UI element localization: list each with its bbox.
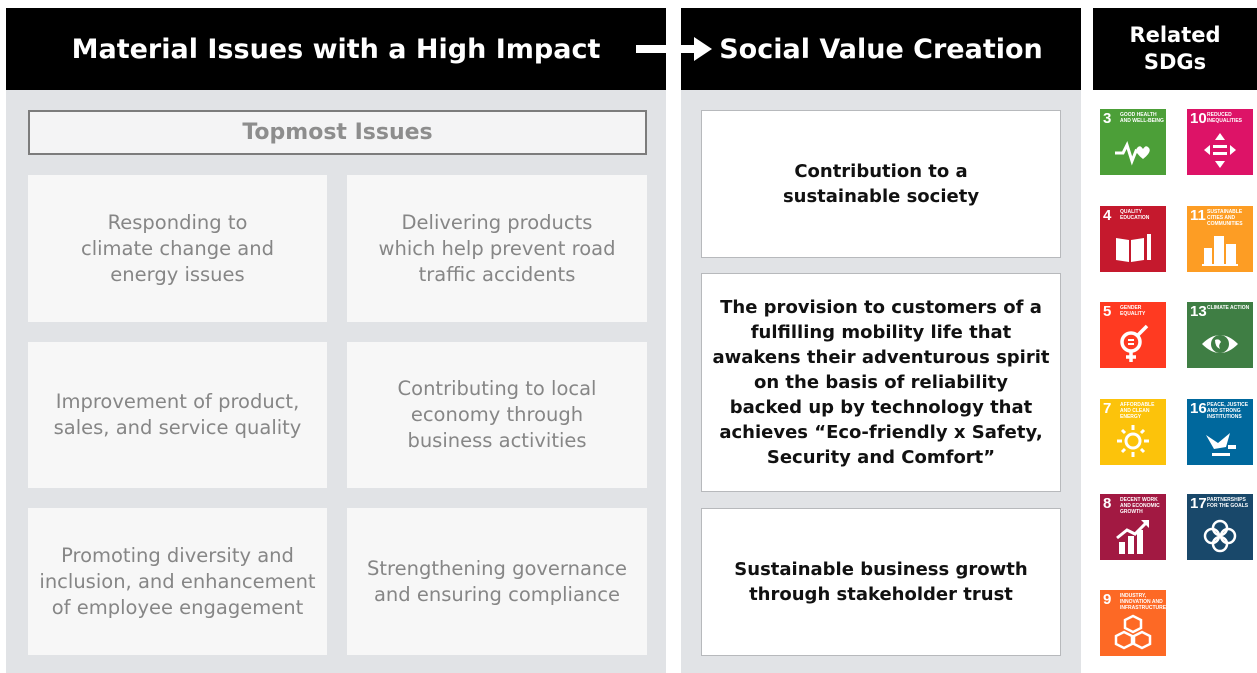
rings-icon bbox=[1203, 519, 1237, 553]
sdg-number: 8 bbox=[1103, 495, 1112, 512]
issue-box: Delivering products which help prevent r… bbox=[347, 175, 647, 322]
issue-text: Contributing to local economy through bu… bbox=[397, 377, 597, 452]
sdg-title: Decent work and economic growth bbox=[1120, 497, 1160, 515]
issue-box: Improvement of product, sales, and servi… bbox=[28, 342, 327, 488]
city-buildings-icon bbox=[1202, 236, 1238, 266]
issue-box: Promoting diversity and inclusion, and e… bbox=[28, 508, 327, 655]
social-value-title: Social Value Creation bbox=[719, 33, 1043, 65]
social-value-text: Contribution to a sustainable society bbox=[782, 161, 980, 207]
sdg-number: 3 bbox=[1103, 110, 1112, 127]
social-value-text: Sustainable business growth through stak… bbox=[734, 559, 1028, 605]
equality-arrows-icon bbox=[1204, 133, 1236, 168]
issue-text: Strengthening governance and ensuring co… bbox=[367, 556, 627, 606]
sdg-title: Industry, innovation and infrastructure bbox=[1120, 593, 1166, 611]
issue-box: Responding to climate change and energy … bbox=[28, 175, 327, 322]
sdg-title: Peace, justice and strong institutions bbox=[1207, 402, 1249, 420]
cubes-icon bbox=[1114, 614, 1152, 650]
earth-eye-icon bbox=[1202, 335, 1238, 353]
issue-text: Promoting diversity and inclusion, and e… bbox=[39, 543, 316, 619]
sdg-tile-8: 8 Decent work and economic growth bbox=[1100, 494, 1166, 560]
sdg-tile-9: 9 Industry, innovation and infrastructur… bbox=[1100, 590, 1166, 656]
sdg-number: 11 bbox=[1190, 207, 1206, 224]
sdg-number: 7 bbox=[1103, 400, 1112, 417]
material-issues-header: Material Issues with a High Impact bbox=[6, 8, 666, 90]
material-issues-title: Material Issues with a High Impact bbox=[71, 33, 601, 65]
sdg-title: Partnerships for the goals bbox=[1207, 497, 1249, 509]
issue-text: Delivering products which help prevent r… bbox=[378, 210, 616, 286]
social-value-header: Social Value Creation bbox=[681, 8, 1081, 90]
sdg-tile-10: 10 Reduced inequalities bbox=[1187, 109, 1253, 175]
issue-box: Contributing to local economy through bu… bbox=[347, 342, 647, 488]
sdg-tile-4: 4 Quality education bbox=[1100, 206, 1166, 272]
issue-text: Improvement of product, sales, and servi… bbox=[53, 390, 302, 439]
sdg-tile-13: 13 Climate action bbox=[1187, 302, 1253, 368]
heartbeat-icon bbox=[1115, 141, 1150, 166]
sdg-title: Reduced inequalities bbox=[1207, 112, 1243, 124]
right-arrow-icon bbox=[636, 37, 712, 61]
social-value-box: Sustainable business growth through stak… bbox=[701, 508, 1061, 656]
related-sdgs-title: Related SDGs bbox=[1129, 23, 1221, 74]
related-sdgs-header: Related SDGs bbox=[1093, 8, 1257, 90]
sdg-tile-3: 3 Good health and well-being bbox=[1100, 109, 1166, 175]
growth-chart-icon bbox=[1116, 520, 1149, 554]
sdg-number: 5 bbox=[1103, 303, 1112, 320]
gender-equality-icon bbox=[1120, 324, 1149, 362]
social-value-text: The provision to customers of a fulfilli… bbox=[712, 297, 1050, 468]
sdg-number: 17 bbox=[1190, 495, 1207, 512]
sdg-title: Quality education bbox=[1120, 209, 1150, 221]
sdg-number: 9 bbox=[1103, 591, 1112, 608]
dove-gavel-icon bbox=[1206, 433, 1236, 456]
sun-power-icon bbox=[1117, 425, 1149, 457]
sdg-number: 13 bbox=[1190, 303, 1207, 320]
sdg-tile-17: 17 Partnerships for the goals bbox=[1187, 494, 1253, 560]
social-value-box: Contribution to a sustainable society bbox=[701, 110, 1061, 258]
sdg-tile-11: 11 Sustainable cities and communities bbox=[1187, 206, 1253, 272]
sdg-title: Good health and well-being bbox=[1120, 112, 1164, 124]
sdg-number: 4 bbox=[1103, 207, 1112, 224]
social-value-box: The provision to customers of a fulfilli… bbox=[701, 273, 1061, 492]
sdg-number: 10 bbox=[1190, 110, 1207, 127]
sdg-tile-7: 7 Affordable and clean energy bbox=[1100, 399, 1166, 465]
topmost-issues-label: Topmost Issues bbox=[28, 110, 647, 155]
book-pencil-icon bbox=[1116, 234, 1151, 262]
sdg-title: Climate action bbox=[1207, 305, 1250, 311]
sdg-tile-16: 16 Peace, justice and strong institution… bbox=[1187, 399, 1253, 465]
sdg-number: 16 bbox=[1190, 400, 1207, 417]
sdg-title: Sustainable cities and communities bbox=[1207, 209, 1243, 227]
topmost-issues-text: Topmost Issues bbox=[242, 120, 433, 145]
issue-text: Responding to climate change and energy … bbox=[81, 210, 274, 286]
sdg-title: Affordable and clean energy bbox=[1120, 402, 1155, 420]
issue-box: Strengthening governance and ensuring co… bbox=[347, 508, 647, 655]
